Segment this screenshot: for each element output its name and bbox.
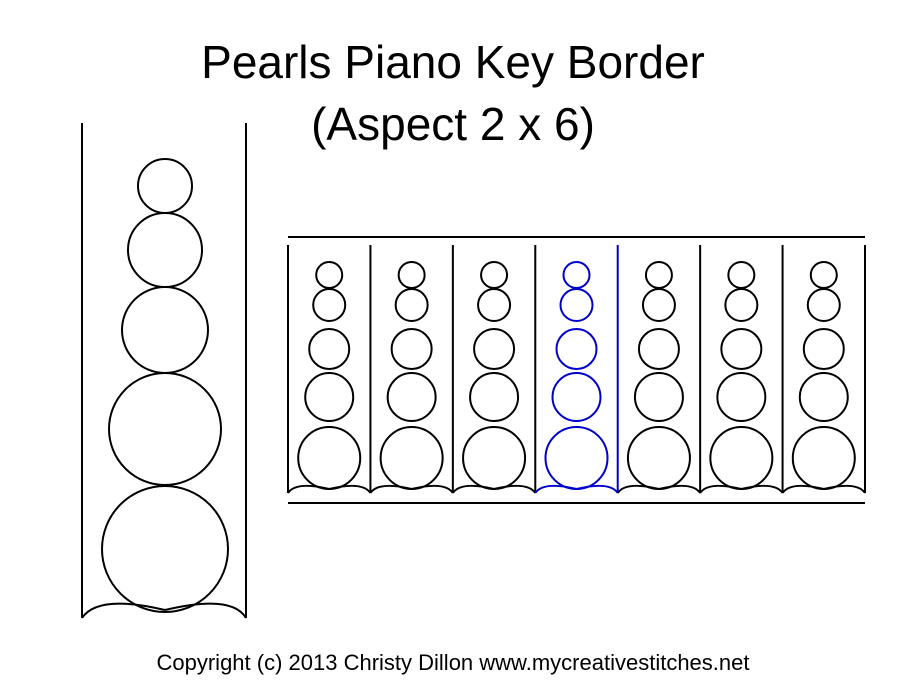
copyright-footer: Copyright (c) 2013 Christy Dillon www.my…	[156, 650, 750, 675]
piano-key-border	[287, 236, 866, 504]
single-key-scallop-left	[81, 602, 166, 619]
single-key-pearl-4	[108, 372, 222, 486]
key-pearl-5	[462, 426, 527, 490]
key-pearl-1	[644, 261, 673, 289]
key-pearl-5	[791, 426, 856, 490]
single-key-scallop-right	[164, 602, 247, 619]
key-pearl-3	[637, 328, 680, 370]
key-pearl-1	[480, 261, 509, 289]
key-scallop-left	[781, 484, 825, 494]
key-pearl-4	[469, 372, 520, 422]
single-key-pearl-5	[101, 485, 229, 613]
key-pearl-4	[386, 372, 437, 422]
border-key-3	[452, 245, 537, 494]
border-key-5	[616, 245, 702, 494]
title-line-1: Pearls Piano Key Border	[201, 36, 705, 88]
key-pearl-1	[397, 261, 426, 289]
key-scallop-left	[369, 484, 412, 494]
key-pearl-2	[394, 288, 429, 322]
key-pearl-5	[709, 426, 774, 490]
key-pearl-5	[297, 426, 362, 490]
key-pearl-2	[312, 288, 347, 322]
key-pearl-5	[626, 426, 691, 490]
key-scallop-left	[699, 484, 742, 494]
key-pearl-1	[809, 261, 838, 289]
key-pearl-4	[798, 372, 849, 422]
key-pearl-5	[379, 426, 444, 490]
key-pearl-5	[544, 426, 609, 490]
border-key-6	[699, 245, 784, 494]
key-scallop-right	[576, 484, 619, 494]
single-key-pearl-2	[127, 212, 203, 288]
single-key-pearl-1	[137, 158, 193, 214]
border-key-7	[781, 245, 866, 494]
border-key-2	[369, 245, 454, 494]
key-scallop-right	[411, 484, 454, 494]
key-pearl-2	[806, 288, 841, 322]
key-pearl-2	[724, 288, 759, 322]
border-key-1	[287, 245, 372, 494]
key-scallop-right	[328, 484, 372, 494]
key-scallop-left	[534, 484, 577, 494]
key-pearl-1	[315, 261, 344, 289]
key-scallop-right	[658, 484, 701, 494]
key-pearl-4	[716, 372, 767, 422]
key-pearl-3	[473, 328, 516, 370]
single-key-detail	[81, 123, 247, 619]
key-scallop-right	[741, 484, 784, 494]
key-pearl-2	[477, 288, 512, 322]
key-pearl-3	[802, 328, 845, 370]
border-key-4	[534, 245, 619, 494]
key-pearl-2	[641, 288, 676, 322]
key-pearl-3	[390, 328, 433, 370]
key-pearl-4	[304, 372, 355, 422]
key-pearl-2	[559, 288, 594, 322]
key-pearl-1	[562, 261, 591, 289]
key-scallop-left	[452, 484, 495, 494]
key-pearl-3	[720, 328, 763, 370]
title-line-2: (Aspect 2 x 6)	[311, 98, 595, 150]
key-pearl-4	[551, 372, 602, 422]
single-key-pearl-3	[121, 286, 209, 374]
key-pearl-3	[308, 328, 351, 370]
key-scallop-right	[493, 484, 537, 494]
key-pearl-3	[555, 328, 598, 370]
key-pearl-4	[633, 372, 684, 422]
key-scallop-right	[823, 484, 866, 494]
key-scallop-left	[616, 484, 660, 494]
key-pearl-1	[727, 261, 756, 289]
key-scallop-left	[287, 484, 330, 494]
